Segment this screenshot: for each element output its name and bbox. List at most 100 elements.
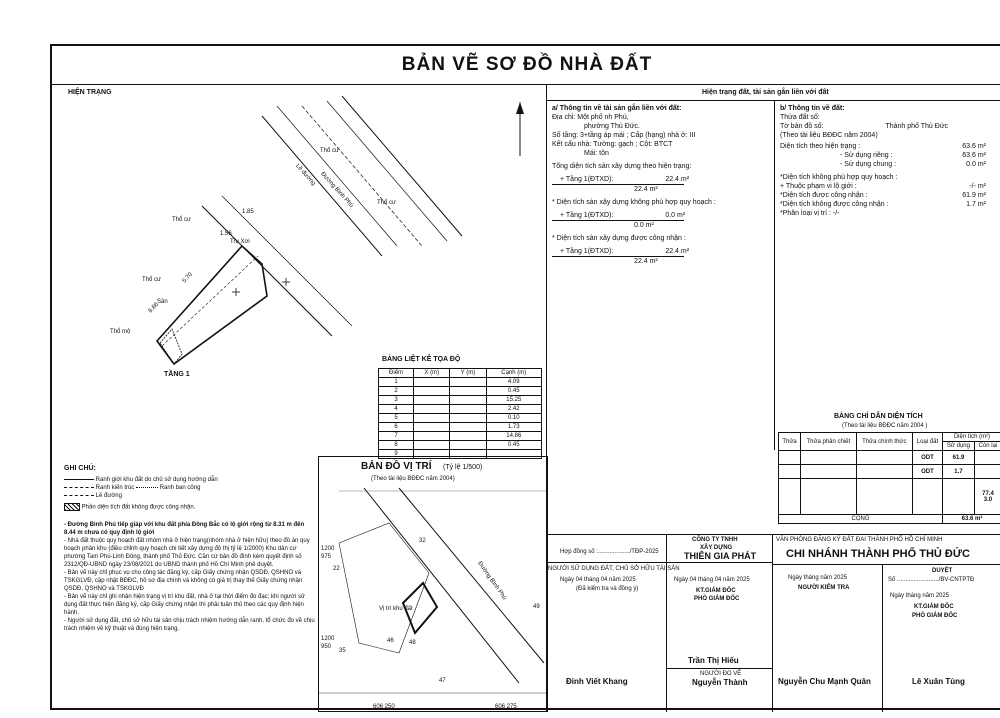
coords-header: Y (m) [449,368,487,378]
area-total-label: CỘNG [778,514,943,524]
land-info-heading: b/ Thông tin về đất: [780,105,845,112]
coord-edge: 15.25 [485,395,543,405]
coords-heading: BẢNG LIỆT KÊ TỌA ĐỘ [382,356,461,363]
location-map-source: (Theo tài liệu BĐĐC năm 2004) [371,476,455,482]
plan-label-neighbor: Thổ cư [377,200,397,206]
area-header: Thửa [777,432,802,451]
location-map-number: 47 [439,678,446,684]
approve-name: Lê Xuân Tùng [912,677,965,686]
signature-divider [546,534,1000,535]
plan-label-neighbor: Thổ cư [142,277,162,283]
coords-header: X (m) [413,368,451,378]
coord-point: 6 [377,422,415,432]
road-edge-line [261,115,383,257]
coords-header: Điểm [377,368,415,378]
legend-dash-icon [64,486,94,488]
road-edge-line [276,105,398,247]
location-map-scale: (Tỷ lệ 1/500) [443,464,483,471]
legend-list: Ranh giới khu đất do chủ sử dụng hướng d… [64,476,314,512]
area-land-type: ODT [911,450,943,465]
area-label: *Diện tích được công nhận : [780,192,868,199]
area-label: - Sử dụng riêng : [840,152,893,159]
company-role: KT.GIÁM ĐỐC [696,588,736,594]
legend-item: Ranh giới khu đất do chủ sử dụng hướng d… [95,477,218,483]
signature-col-divider [666,534,667,712]
location-map-number: 35 [339,648,346,654]
area-label: Diện tích theo hiện trạng : [780,143,861,150]
check-name: Nguyễn Chu Mạnh Quân [778,677,871,686]
floor-row-label: + Tầng 1(ĐTXD): [560,212,614,219]
approve-role: KT.GIÁM ĐỐC [914,604,954,610]
parcel-inner-line [159,328,183,365]
location-map-grid: 1200 950 [321,636,335,650]
area-land-type: ODT [911,464,943,479]
approve-role: PHÓ GIÁM ĐỐC [912,613,958,619]
approve-date: Ngày tháng năm 2025 [890,593,950,599]
company-signer: Trần Thị Hiếu [688,656,739,665]
legend-item: Ranh ban công [159,485,201,491]
company-type: XÂY DỰNG [700,545,733,551]
legend-note: - Người sử dụng đất, chủ sở hữu tài sản … [64,618,315,632]
location-map-parcel-label: Vị trí khu đất [379,606,413,612]
legend-item: Ranh kiến trúc [95,485,135,491]
coord-point: 8 [377,440,415,450]
legend-note: - Đường Bình Phú tiếp giáp với khu đất p… [64,522,305,536]
plan-label-neighbor: Thổ cư [172,217,192,223]
area-value: 22.4 m² [552,256,684,266]
road-edge-line [221,195,353,327]
approve-label: DUYỆT [932,568,953,574]
drawer-name: Nguyễn Thành [692,678,748,687]
area-header: Diện tích (m²) [941,432,1000,442]
location-map-number: 48 [409,640,416,646]
drawer-divider [666,668,772,669]
floor-row-label: + Tầng 1(ĐTXD): [560,176,614,183]
owner-date: Ngày 04 tháng 04 năm 2025 [560,577,636,583]
coord-edge: 2.42 [485,404,543,414]
title-divider [52,84,1000,85]
approve-number: Số ........................./BV-CNTPTĐ [888,577,975,583]
floor-row-label: + Tầng 1(ĐTXD): [560,248,614,255]
coord-edge: 0.45 [485,440,543,450]
plan-label-pillar: Trụ Xơi [230,239,250,245]
area-value: 0.0 m² [665,212,686,219]
page-title: BẢN VẼ SƠ ĐỒ NHÀ ĐẤT [401,54,653,75]
location-map-grid: 1200 975 [321,546,335,560]
area-remaining: 3.0 [983,496,993,503]
area-value: 1.7 m² [966,201,986,208]
check-date: Ngày tháng năm 2025 [788,575,848,581]
floor-label: TẦNG 1 [164,371,190,378]
plan-heading: HIỆN TRẠNG [68,89,112,96]
coord-point: 1 [377,377,415,387]
plan-dim: 1.56 [220,231,232,237]
legend-note: - Bản vẽ này chỉ phục vụ cho công tác đă… [64,570,303,592]
owner-note: (Đã kiểm tra và đồng ý) [576,586,639,592]
legend-note: - Nhà đất thuộc quy hoạch đất nhóm nhà ở… [64,538,310,568]
area-header: Còn lại [973,441,1000,451]
address-line: phường Thủ Đức. [584,123,640,130]
owner-label: NGƯỜI SỬ DỤNG ĐẤT, CHỦ SỞ HỮU TÀI SẢN [548,566,680,572]
location-map-number: 32 [419,538,426,544]
grid-marks [232,278,290,296]
plan-label-yard: Sân [157,299,168,305]
office-branch: CHI NHÁNH THÀNH PHỐ THỦ ĐỨC [786,548,970,560]
location-map-number: 46 [387,638,394,644]
office-divider [772,564,1000,565]
map-sheet: Tờ bản đồ số: [780,123,824,130]
floors-info: Số tầng: 3+tầng áp mái ; Cấp (hạng) nhà … [552,132,696,139]
coord-edge: 4.09 [485,377,543,387]
drawing-sheet: BẢN VẼ SƠ ĐỒ NHÀ ĐẤT HIỆN TRẠNG Thổ cư T… [50,44,1000,712]
road-edge-line [201,205,333,337]
legend-notes: - Đường Bình Phú tiếp giáp với khu đất p… [64,521,316,633]
area-label: + Thuộc phạm vi lộ giới : [780,183,857,190]
location-map-grid: 606 275 [495,704,517,710]
area-value: -/- m² [969,183,986,190]
main-divider [546,84,547,712]
plan-label-tomb: Thổ mộ [110,329,131,335]
plan-dim: 1.85 [242,209,254,215]
area-label: *Diện tích không được công nhận : [780,201,889,208]
location-map-number: 49 [533,604,540,610]
area-value: 0.0 m² [552,220,684,230]
north-arrow-head-icon [516,102,524,114]
area-header: Thửa phân chiết [800,432,857,451]
road-center-line [301,105,423,247]
